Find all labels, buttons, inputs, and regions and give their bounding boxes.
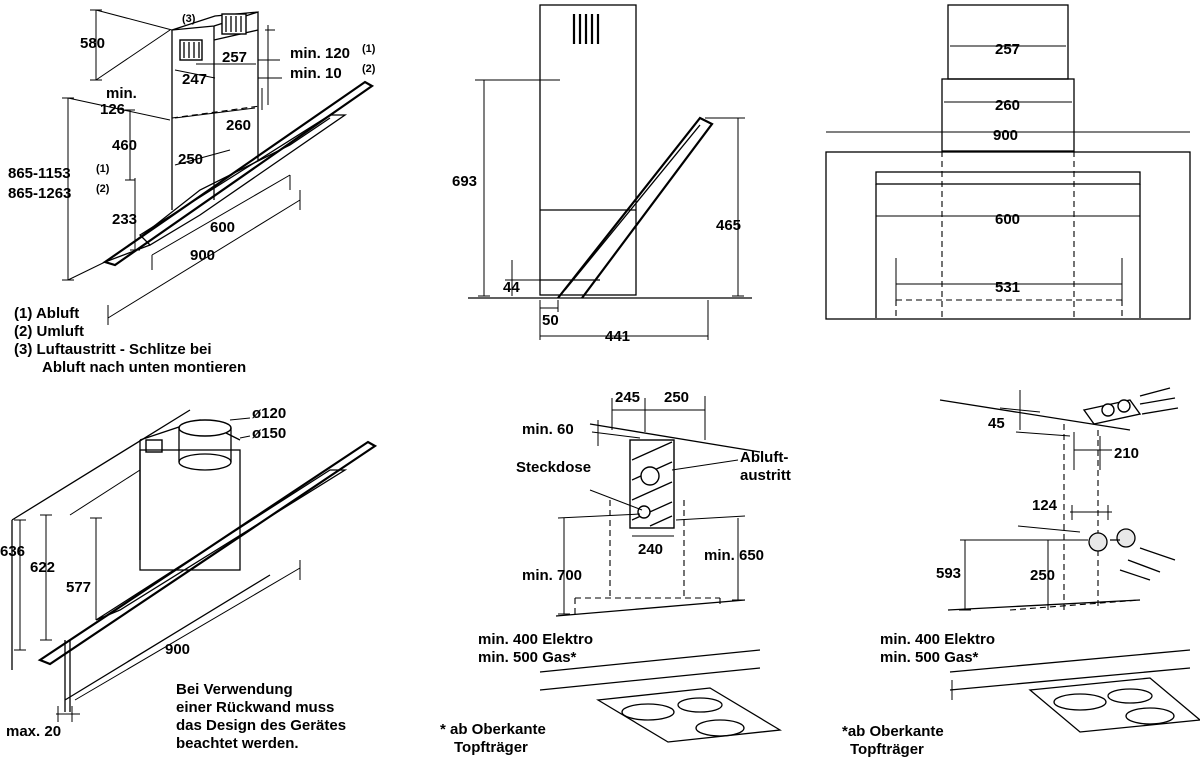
label-min: min.	[106, 85, 137, 102]
footnote-topftraeger: Topfträger	[454, 739, 528, 756]
note-line-4: beachtet werden.	[176, 735, 299, 752]
legend-umluft: (2) Umluft	[14, 323, 84, 340]
legend-luftaustritt-cont: Abluft nach unten montieren	[42, 359, 246, 376]
dim-693: 693	[452, 173, 477, 190]
dim-600: 600	[995, 211, 1020, 228]
dim-245: 245	[615, 389, 640, 406]
dim-250: 250	[178, 151, 203, 168]
legend-abluft: (1) Abluft	[14, 305, 79, 322]
dim-diameter-150: ø150	[252, 425, 286, 442]
dim-233: 233	[112, 211, 137, 228]
label-max-20: max. 20	[6, 723, 61, 740]
note-line-1: Bei Verwendung	[176, 681, 293, 698]
footnote-oberkante: * ab Oberkante	[440, 721, 546, 738]
dim-900: 900	[993, 127, 1018, 144]
panel-front-view: 257 260 900 600 531	[825, 4, 1191, 320]
dim-465: 465	[716, 217, 741, 234]
dim-range-865-1263: 865-1263	[8, 185, 71, 202]
dim-240: 240	[638, 541, 663, 558]
label-gas: min. 500 Gas*	[880, 649, 979, 666]
label-min-60: min. 60	[522, 421, 574, 438]
dim-range-865-1153: 865-1153	[8, 165, 71, 182]
panel-isometric-duct: ø120 ø150 636 622 577 900 max. 20 Bei Ve…	[0, 405, 378, 752]
dim-210: 210	[1114, 445, 1139, 462]
note-line-3: das Design des Gerätes	[176, 717, 346, 734]
label-austritt: austritt	[740, 467, 791, 484]
panel-isometric-dimensions: 580 (3) 257 247 min. 120 (1) min. 10 (2)…	[8, 9, 376, 376]
sup-1-range: (1)	[96, 163, 110, 175]
panel-side-view: 693 465 44 50 441	[452, 4, 752, 345]
panel-wall-brackets: 45 210 124 593 250 min. 400 Elektro min.…	[842, 387, 1200, 758]
dim-622: 622	[30, 559, 55, 576]
sup-2-range: (2)	[96, 183, 110, 195]
dim-260: 260	[226, 117, 251, 134]
label-min-10: min. 10	[290, 65, 342, 82]
dim-900: 900	[165, 641, 190, 658]
bracket-hardware-top	[1082, 387, 1179, 425]
dim-diameter-120: ø120	[252, 405, 286, 422]
dim-124: 124	[1032, 497, 1058, 514]
dim-580: 580	[80, 35, 105, 52]
dim-126: 126	[100, 101, 125, 118]
label-gas: min. 500 Gas*	[478, 649, 577, 666]
sup-2-top: (2)	[362, 63, 376, 75]
vent-slots-top	[179, 13, 247, 61]
panel-wall-exhaust: 245 250 min. 60 Abluft- austritt Steckdo…	[440, 389, 791, 756]
footnote-oberkante: *ab Oberkante	[842, 723, 944, 740]
label-elektro: min. 400 Elektro	[478, 631, 593, 648]
label-abluft: Abluft-	[740, 449, 788, 466]
vent-slots-side	[572, 14, 600, 44]
bracket-hardware-lower	[1088, 528, 1176, 581]
dim-257: 257	[222, 49, 247, 66]
dim-50: 50	[542, 312, 559, 329]
note-line-2: einer Rückwand muss	[176, 699, 334, 716]
dim-260: 260	[995, 97, 1020, 114]
dim-900: 900	[190, 247, 215, 264]
dim-441: 441	[605, 328, 630, 345]
dim-600: 600	[210, 219, 235, 236]
label-note-3: (3)	[182, 13, 196, 25]
sup-1-top: (1)	[362, 43, 376, 55]
footnote-topftraeger: Topfträger	[850, 741, 924, 758]
dim-593: 593	[936, 565, 961, 582]
dim-257: 257	[995, 41, 1020, 58]
label-min-650: min. 650	[704, 547, 764, 564]
label-min-700: min. 700	[522, 567, 582, 584]
dim-577: 577	[66, 579, 91, 596]
dim-247: 247	[182, 71, 207, 88]
dim-636: 636	[0, 543, 25, 560]
label-elektro: min. 400 Elektro	[880, 631, 995, 648]
dim-531: 531	[995, 279, 1020, 296]
dim-250: 250	[664, 389, 689, 406]
dim-44: 44	[503, 279, 520, 296]
label-min-120: min. 120	[290, 45, 350, 62]
label-steckdose: Steckdose	[516, 459, 591, 476]
dim-45: 45	[988, 415, 1005, 432]
dim-460: 460	[112, 137, 137, 154]
legend-luftaustritt: (3) Luftaustritt - Schlitze bei	[14, 341, 212, 358]
dim-250: 250	[1030, 567, 1055, 584]
